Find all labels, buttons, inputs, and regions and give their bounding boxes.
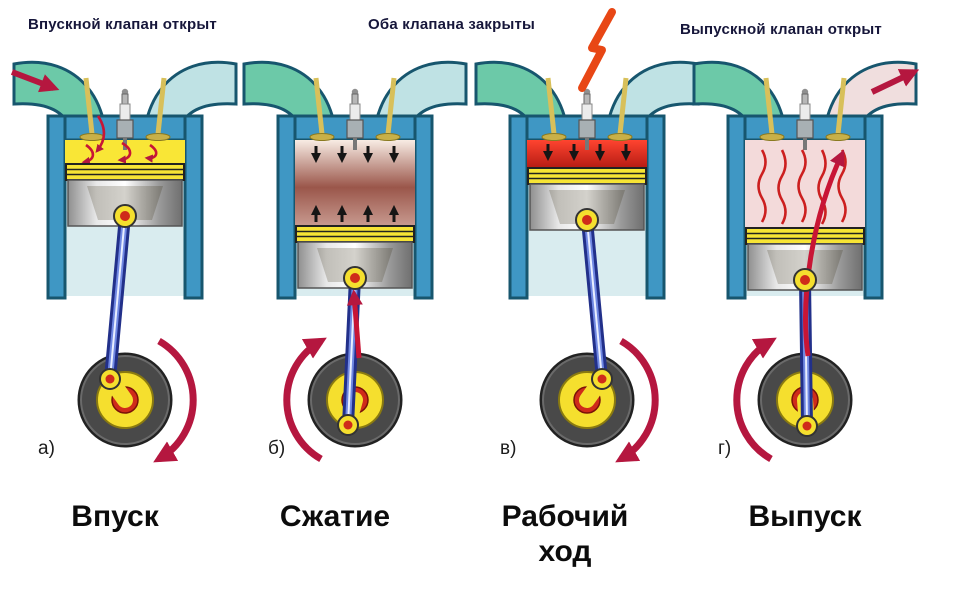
engine-stage-intake: а) <box>10 60 238 463</box>
crank-pin-center <box>343 420 353 430</box>
stage-letter: в) <box>500 438 516 459</box>
piston-motion-arrow-icon <box>346 289 363 359</box>
wrist-pin-center <box>120 211 130 221</box>
crank-pin-center <box>597 374 607 384</box>
stage-letter: г) <box>718 438 731 459</box>
compressed-mixture <box>295 140 415 226</box>
mixture-swirl-arrows-icon <box>81 115 158 166</box>
exhaust-smoke-icon <box>757 149 847 225</box>
crank-pin-center <box>105 374 115 384</box>
rotation-arrow-icon <box>153 337 197 463</box>
crank-pin-center <box>802 421 812 431</box>
caption-exhaust-valve: Выпускной клапан открыт <box>680 21 882 38</box>
caption-intake-valve: Впускной клапан открыт <box>28 16 217 33</box>
stage-title-intake: Впуск <box>71 500 159 533</box>
engine-stage-exhaust: г) <box>692 60 920 463</box>
engine-stage-power: в) <box>474 8 700 463</box>
connecting-rod <box>581 214 608 385</box>
stage-title-exhaust: Выпуск <box>748 500 862 533</box>
spark-lightning-icon <box>578 8 616 92</box>
expansion-arrows-icon <box>542 144 632 162</box>
connecting-rod <box>104 210 131 385</box>
stage-title-compression: Сжатие <box>279 500 391 533</box>
wrist-pin-center <box>350 273 360 283</box>
rotation-arrow-icon <box>733 337 777 463</box>
stage-letter: б) <box>268 438 285 459</box>
rotation-arrow-icon <box>283 337 327 463</box>
engine-stage-compression: б) <box>242 60 468 463</box>
wrist-pin-center <box>582 215 592 225</box>
rotation-arrow-icon <box>615 337 659 463</box>
stage-letter: а) <box>38 438 55 459</box>
exhaust-out-arrow-icon <box>870 69 920 95</box>
compression-arrows-icon <box>310 146 400 222</box>
intake-flow-arrow-icon <box>10 69 60 93</box>
caption-both-valves: Оба клапана закрыты <box>368 16 536 33</box>
wrist-pin-center <box>800 275 810 285</box>
exhaust-flow-arrow-icon <box>803 149 845 357</box>
stage-title-power: Рабочий ход <box>501 500 629 568</box>
